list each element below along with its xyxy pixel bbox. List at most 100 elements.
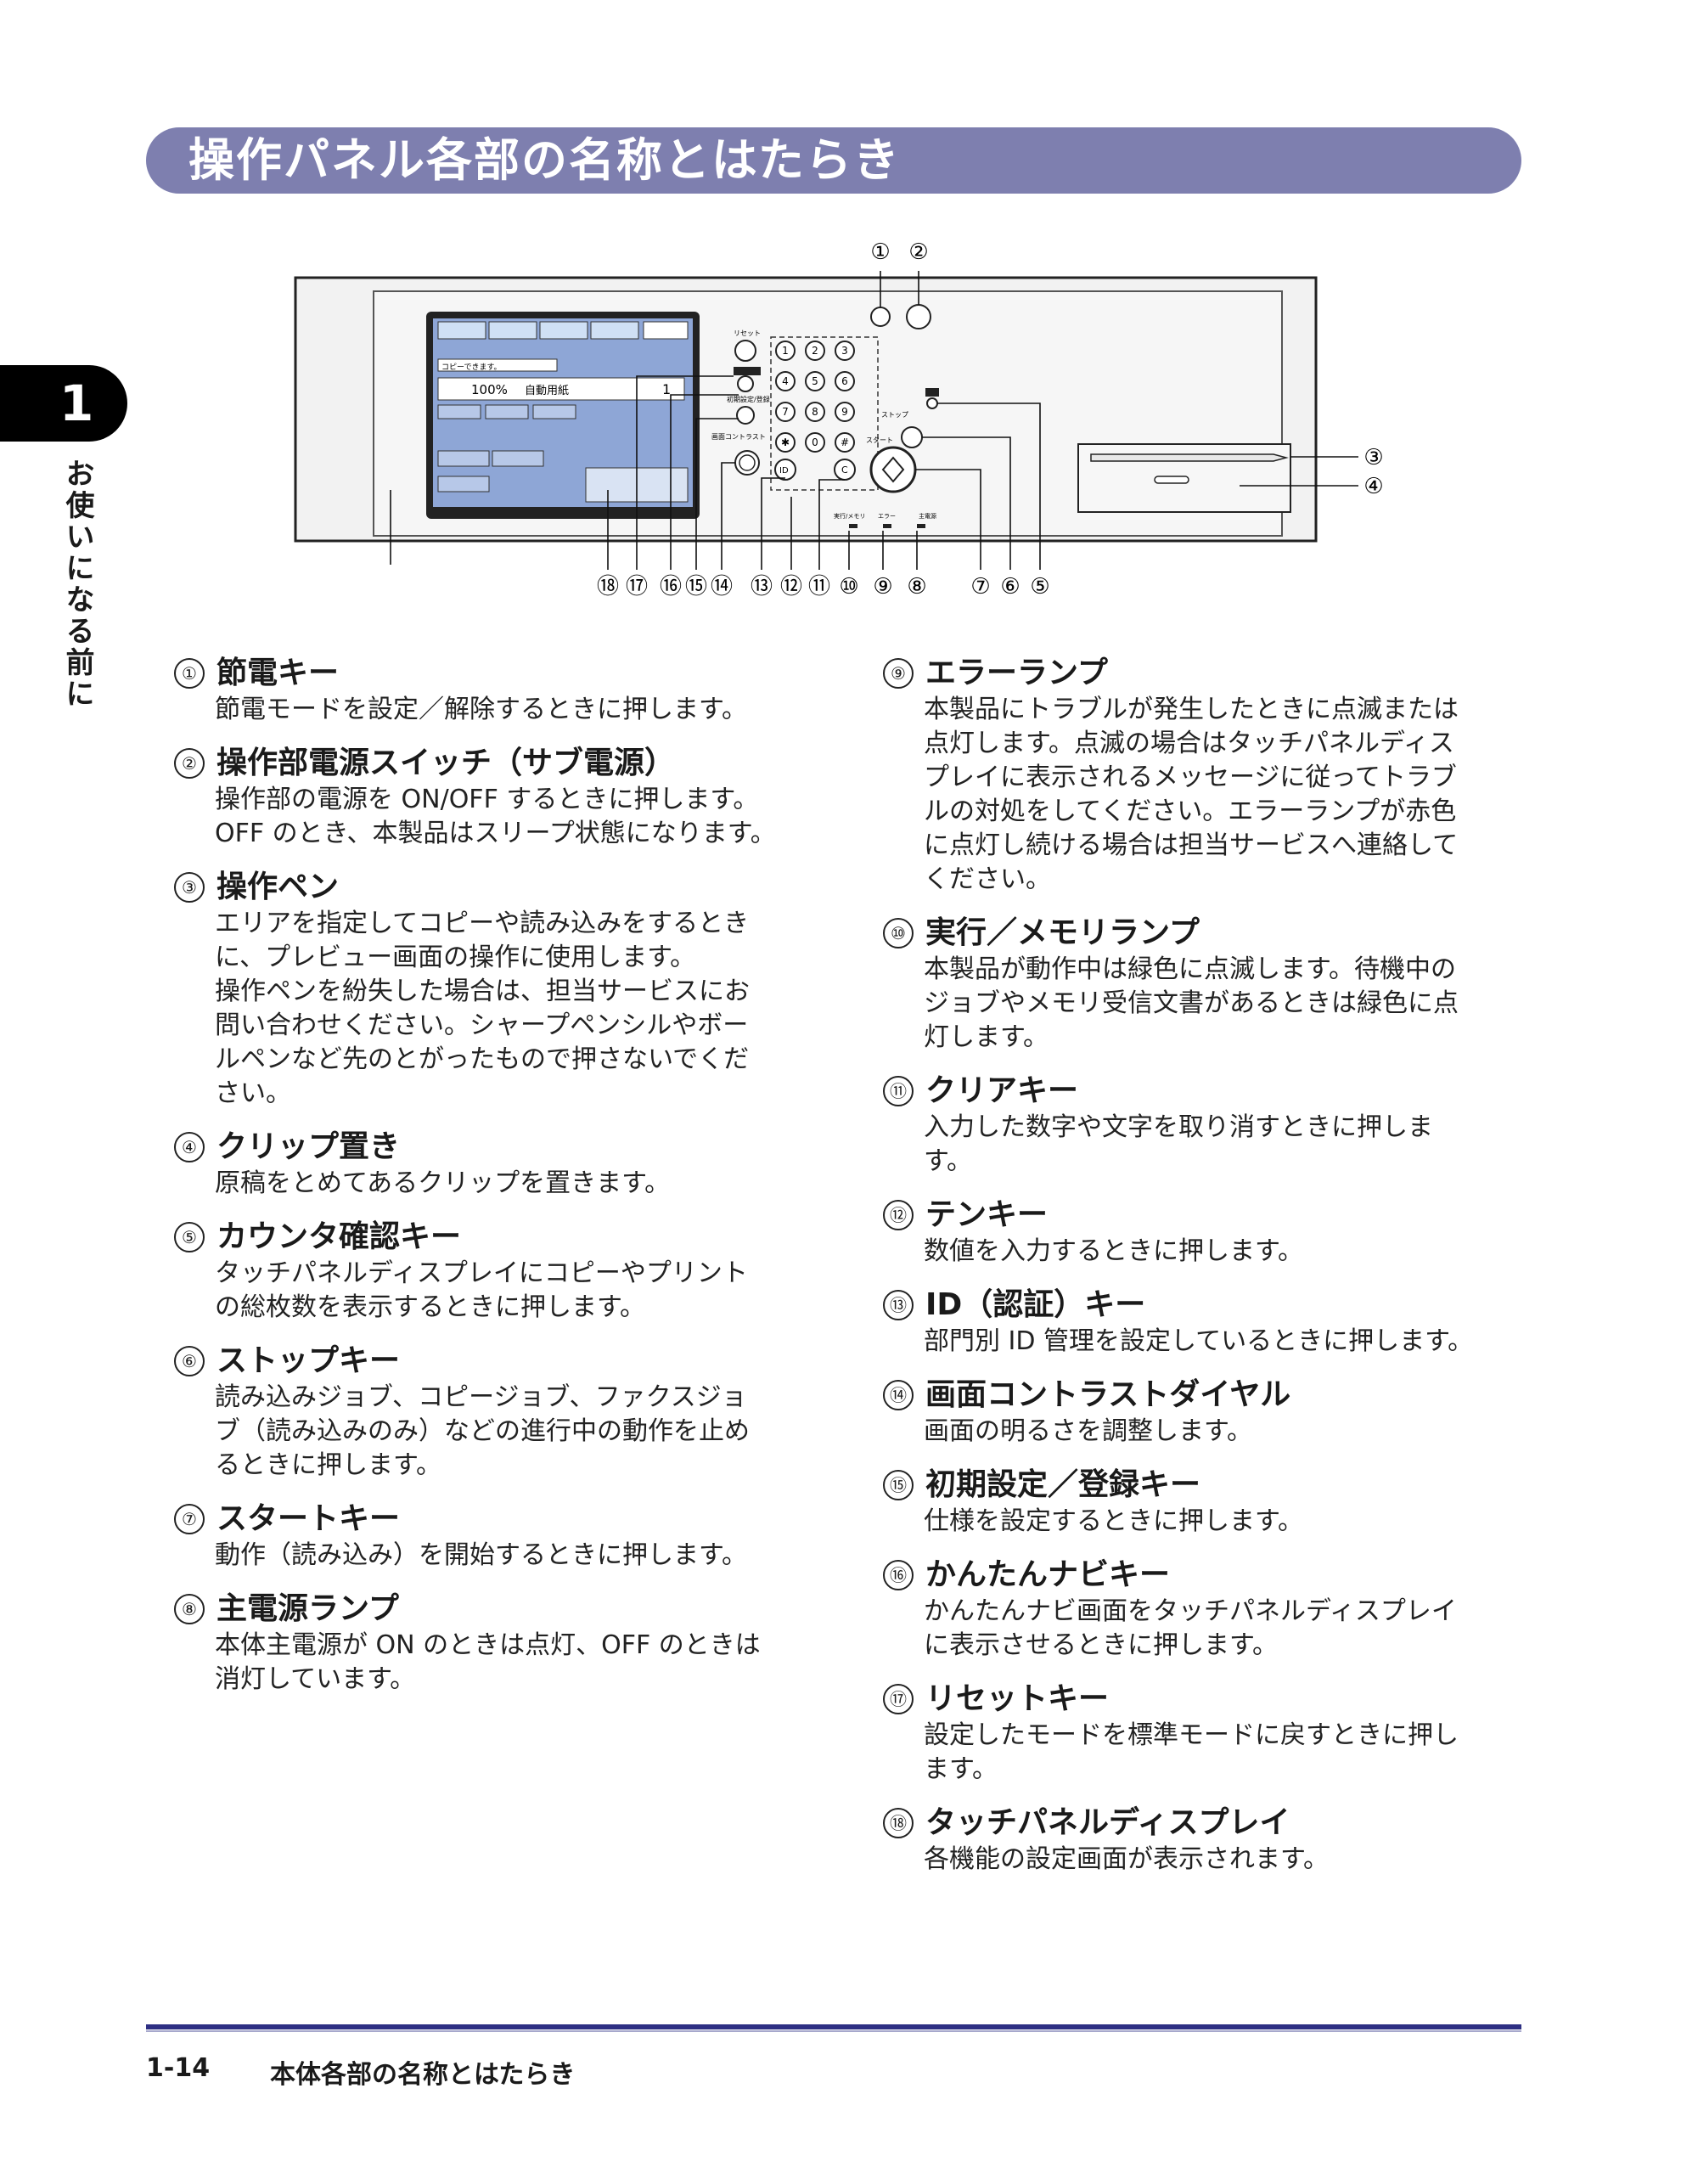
callout-3: ③	[1363, 445, 1383, 470]
item-number: ⑭	[883, 1380, 914, 1410]
label-stop: ストップ	[881, 411, 908, 419]
description-item: ⑥ ストップキー 読み込みジョブ、コピージョブ、ファクスジョ ブ（読み込みのみ）な…	[174, 1342, 802, 1483]
item-number: ⑩	[883, 918, 914, 948]
keypad-key: 8	[812, 406, 818, 418]
item-number: ⑱	[883, 1808, 914, 1838]
easy-navi-key	[734, 367, 761, 375]
item-number: ⑮	[883, 1470, 914, 1500]
item-number: ④	[174, 1132, 205, 1162]
item-description: 部門別 ID 管理を設定しているときに押します。	[924, 1326, 1474, 1356]
item-description: タッチパネルディスプレイにコピーやプリント の総枚数を表示するときに押します。	[215, 1258, 748, 1322]
callout-7: ⑦	[970, 574, 990, 599]
initial-setup-key	[736, 406, 755, 425]
screen-tab-1	[437, 321, 486, 340]
description-item: ⑨ エラーランプ 本製品にトラブルが発生したときに点滅または 点灯します。点滅の場…	[883, 654, 1511, 897]
item-title: テンキー	[925, 1197, 1049, 1232]
callout-12: ⑫	[780, 574, 802, 599]
keypad-key: 4	[782, 375, 789, 387]
stop-key	[901, 426, 923, 448]
right-column: ⑨ エラーランプ 本製品にトラブルが発生したときに点滅または 点灯します。点滅の場…	[883, 654, 1511, 1894]
callout-2: ②	[908, 239, 928, 265]
control-panel-diagram: コピーできます。 100% 自動用紙 1 1 2 3 4 5 6 7 8 9 ✱…	[294, 239, 1384, 599]
label-clear: C	[841, 464, 848, 476]
label-initial-setup: 初期設定/登録	[727, 395, 770, 403]
item-description: 設定したモードを標準モードに戻すときに押し ます。	[924, 1720, 1459, 1784]
label-id: ID	[779, 466, 789, 476]
item-title: ID（認証）キー	[925, 1287, 1146, 1322]
chapter-title: お使いになる前に	[60, 459, 94, 710]
screen-tab-3	[539, 321, 588, 340]
item-title: 初期設定／登録キー	[925, 1467, 1201, 1502]
energy-saver-key	[870, 307, 891, 327]
reset-key	[734, 340, 756, 362]
item-number: ⑦	[174, 1504, 205, 1534]
item-description: 数値を入力するときに押します。	[924, 1236, 1303, 1266]
keypad-key: ✱	[781, 436, 790, 448]
callout-5: ⑤	[1030, 574, 1049, 599]
item-title: エラーランプ	[925, 656, 1108, 690]
contrast-dial	[734, 450, 760, 476]
callout-15: ⑮	[685, 574, 707, 599]
description-item: ② 操作部電源スイッチ（サブ電源） 操作部の電源を ON/OFF するときに押しま…	[174, 744, 802, 851]
item-description: 本製品にトラブルが発生したときに点滅または 点灯します。点滅の場合はタッチパネル…	[924, 695, 1459, 894]
item-number: ⑰	[883, 1684, 914, 1714]
item-title: カウンタ確認キー	[216, 1219, 462, 1254]
item-description: 操作部の電源を ON/OFF するときに押します。 OFF のとき、本製品はスリ…	[215, 785, 776, 848]
chapter-tab: 1	[0, 365, 127, 442]
description-item: ⑰ リセットキー 設定したモードを標準モードに戻すときに押し ます。	[883, 1680, 1511, 1787]
keypad-key: 2	[812, 345, 818, 357]
item-description: 読み込みジョブ、コピージョブ、ファクスジョ ブ（読み込みのみ）などの進行中の動作…	[215, 1382, 750, 1480]
screen-paper: 自動用紙	[525, 385, 569, 397]
start-key	[869, 446, 917, 493]
item-number: ⑯	[883, 1560, 914, 1590]
keypad-key: 0	[812, 436, 818, 448]
keypad: 1 2 3 4 5 6 7 8 9 ✱ 0 #	[775, 341, 855, 453]
label-reset: リセット	[734, 329, 761, 337]
callout-8: ⑧	[907, 574, 926, 599]
keypad-key: 9	[841, 406, 848, 418]
screen-tab-2	[488, 321, 537, 340]
keypad-key: 7	[782, 406, 789, 418]
label-start: スタート	[866, 436, 893, 444]
item-number: ①	[174, 658, 205, 689]
item-title: 操作ペン	[216, 870, 340, 904]
chapter-number: 1	[59, 374, 94, 432]
item-description: 入力した数字や文字を取り消すときに押しま す。	[924, 1112, 1433, 1176]
item-title: クリアキー	[925, 1073, 1079, 1108]
item-number: ⑨	[883, 658, 914, 689]
item-description: 各機能の設定画面が表示されます。	[924, 1844, 1329, 1874]
item-title: 節電キー	[216, 656, 340, 690]
label-contrast: 画面コントラスト	[711, 433, 766, 441]
item-number: ⑥	[174, 1346, 205, 1376]
item-title: かんたんナビキー	[925, 1557, 1171, 1592]
run-memory-lamp	[849, 524, 857, 528]
item-title: ストップキー	[216, 1343, 401, 1378]
item-title: リセットキー	[925, 1681, 1110, 1716]
item-number: ⑪	[883, 1076, 914, 1106]
item-description: 原稿をとめてあるクリップを置きます。	[215, 1168, 671, 1198]
error-lamp	[883, 524, 891, 528]
footer-rule	[146, 2024, 1521, 2029]
callout-18: ⑱	[597, 574, 619, 599]
description-item: ① 節電キー 節電モードを設定／解除するときに押します。	[174, 654, 802, 727]
callout-4: ④	[1363, 474, 1383, 499]
screen-tab-5	[643, 321, 689, 340]
item-title: クリップ置き	[216, 1129, 401, 1164]
description-item: ④ クリップ置き 原稿をとめてあるクリップを置きます。	[174, 1128, 802, 1201]
footer-rule-light	[146, 2030, 1521, 2032]
keypad-key: 6	[841, 375, 848, 387]
item-number: ②	[174, 748, 205, 779]
keypad-key: #	[841, 436, 849, 448]
item-description: 節電モードを設定／解除するときに押します。	[215, 695, 747, 724]
item-title: 操作部電源スイッチ（サブ電源）	[216, 746, 676, 780]
footer-title: 本体各部の名称とはたらき	[270, 2060, 576, 2090]
label-error: エラー	[878, 513, 896, 520]
callout-17: ⑰	[626, 574, 648, 599]
page-title: 操作パネル各部の名称とはたらき	[188, 133, 901, 187]
screen-zoom: 100%	[471, 382, 508, 397]
